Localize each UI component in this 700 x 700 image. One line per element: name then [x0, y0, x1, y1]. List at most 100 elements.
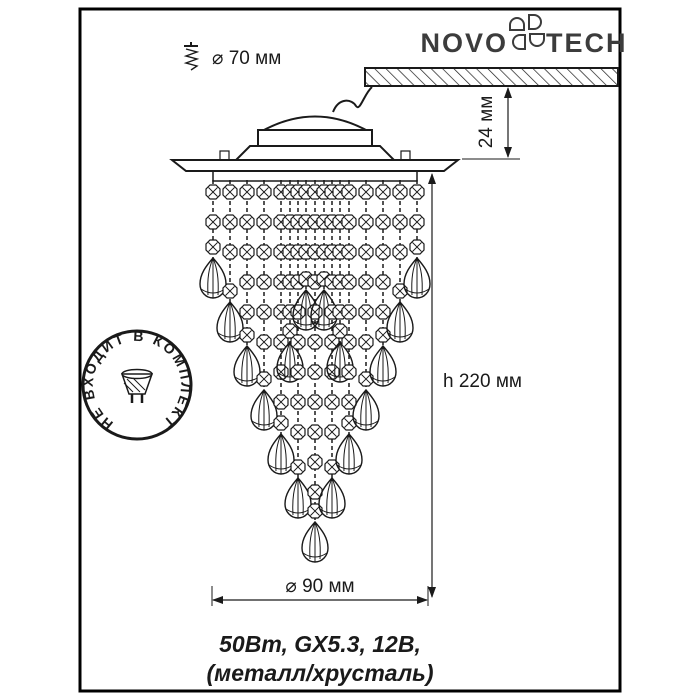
crystal-bead — [222, 184, 238, 200]
height-dimension: h 220 мм — [420, 170, 522, 598]
crystal-drop-pendant — [335, 433, 363, 475]
crystal-drop-pendant — [216, 301, 244, 343]
crystal-bead — [358, 184, 374, 200]
crystal-drop-pendant — [233, 345, 261, 387]
crystal-drop-pendant — [250, 389, 278, 431]
crystal-bead — [341, 274, 357, 290]
canopy-screw-right — [400, 150, 411, 161]
crystal-bead — [409, 214, 425, 230]
crystal-bead — [324, 424, 340, 440]
crystal-bead — [256, 244, 272, 260]
diameter-dimension: ⌀ 90 мм — [211, 576, 429, 606]
crystal-drop-pendant — [267, 433, 295, 475]
screw-icon — [183, 42, 200, 71]
crystal-bead — [222, 283, 238, 299]
crystal-bead — [375, 244, 391, 260]
crystal-bead — [222, 214, 238, 230]
mounting-plate — [169, 159, 461, 172]
crystal-bead — [256, 304, 272, 320]
crystal-bead — [341, 184, 357, 200]
spec-caption-line1: 50Вт, GX5.3, 12В, — [219, 631, 421, 657]
crystal-bead — [239, 244, 255, 260]
crystal-bead — [341, 244, 357, 260]
crystal-bead — [307, 394, 323, 410]
canopy — [169, 115, 461, 182]
cutout-dimension-label: ⌀ 70 мм — [212, 48, 281, 69]
crystal-bead — [358, 274, 374, 290]
crystal-bead — [358, 244, 374, 260]
crystal-bead — [324, 459, 340, 475]
crystal-bead — [205, 184, 221, 200]
crystal-bead — [358, 304, 374, 320]
crystal-drop-pendant — [352, 389, 380, 431]
crystal-drop-pendant — [318, 477, 346, 519]
crystal-bead — [239, 214, 255, 230]
brand-name-left: NOVO — [420, 28, 508, 58]
crystal-bead — [256, 274, 272, 290]
crystal-bead — [392, 283, 408, 299]
canopy-screw-left — [219, 150, 230, 161]
crystal-bead — [392, 214, 408, 230]
crystal-bead — [341, 334, 357, 350]
crystal-bead — [307, 334, 323, 350]
crystal-bead — [239, 184, 255, 200]
crystal-bead — [290, 364, 306, 380]
stamp-text: НЕ ВХОДИТ В КОМПЛЕКТ — [80, 328, 195, 433]
crystal-bead — [358, 334, 374, 350]
crystal-bead — [409, 239, 425, 255]
crystal-bead — [205, 239, 221, 255]
spec-caption: 50Вт, GX5.3, 12В, (металл/хрусталь) — [207, 631, 434, 686]
depth-dimension-label: 24 мм — [476, 96, 497, 149]
ceiling-section — [364, 67, 619, 87]
crystal-bead — [341, 394, 357, 410]
crystal-drop-pendant — [369, 345, 397, 387]
brand-logo: NOVO TECH — [420, 14, 628, 58]
supply-wire — [332, 86, 373, 113]
crystal-bead — [341, 415, 357, 431]
crystal-bead — [256, 334, 272, 350]
crystal-bead — [375, 214, 391, 230]
crystal-cascade — [199, 180, 431, 563]
crystal-bead — [256, 371, 272, 387]
crystal-bead — [273, 415, 289, 431]
cutout-dimension: ⌀ 70 мм — [183, 42, 281, 71]
spec-caption-line2: (металл/хрусталь) — [207, 660, 434, 686]
diameter-dimension-label: ⌀ 90 мм — [285, 576, 354, 597]
crystal-bead — [392, 184, 408, 200]
crystal-bead — [375, 184, 391, 200]
crystal-bead — [341, 364, 357, 380]
crystal-bead — [307, 424, 323, 440]
crystal-bead — [239, 304, 255, 320]
height-dimension-label: h 220 мм — [443, 371, 522, 392]
crystal-bead — [341, 214, 357, 230]
crystal-bead — [239, 327, 255, 343]
crystal-drop-pendant — [301, 521, 329, 563]
crystal-bead — [307, 364, 323, 380]
gx53-lamp-icon — [120, 368, 154, 403]
crystal-bead — [358, 371, 374, 387]
crystal-bead — [341, 304, 357, 320]
crystal-bead — [375, 304, 391, 320]
crystal-drop-pendant — [403, 257, 431, 299]
crystal-drop-pendant — [284, 477, 312, 519]
crystal-bead — [290, 459, 306, 475]
crystal-bead — [307, 503, 323, 519]
crystal-bead — [409, 184, 425, 200]
crystal-bead — [290, 334, 306, 350]
not-included-stamp: НЕ ВХОДИТ В КОМПЛЕКТ — [80, 328, 195, 441]
brand-ornament-icon — [509, 14, 545, 50]
crystal-bead — [290, 394, 306, 410]
crystal-bead — [375, 327, 391, 343]
crystal-rim — [212, 170, 418, 182]
crystal-bead — [307, 454, 323, 470]
crystal-bead — [273, 394, 289, 410]
crystal-drop-pendant — [386, 301, 414, 343]
crystal-bead — [324, 394, 340, 410]
crystal-bead — [239, 274, 255, 290]
crystal-bead — [375, 274, 391, 290]
crystal-bead — [205, 214, 221, 230]
brand-name-right: TECH — [546, 28, 628, 58]
crystal-drop-pendant — [199, 257, 227, 299]
crystal-bead — [290, 424, 306, 440]
